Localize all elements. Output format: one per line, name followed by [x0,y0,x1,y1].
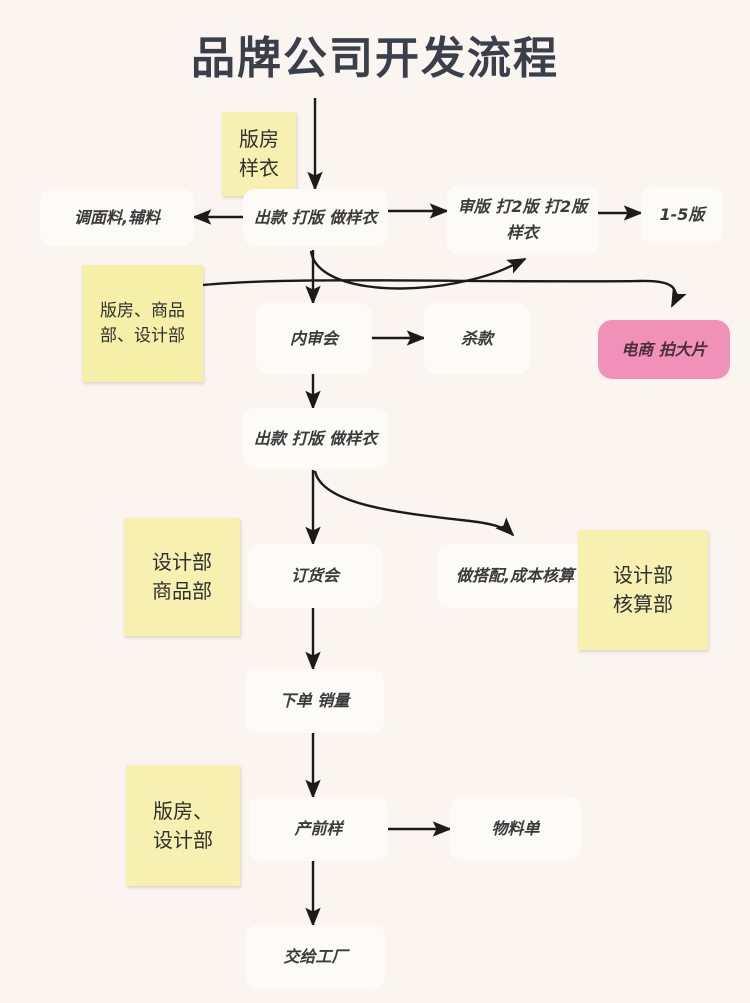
node-style-pattern-sample-1[interactable]: 出款 打版 做样衣 [243,189,388,246]
node-review-pattern-line1: 审版 打2版 打2版 [457,197,588,217]
node-deliver-factory[interactable]: 交给工厂 [246,925,385,989]
node-material-list[interactable]: 物料单 [450,797,581,861]
sticky-note-departments-4: 版房、 设计部 [126,765,240,886]
sticky-note-departments-3: 设计部 核算部 [578,530,708,650]
node-internal-review[interactable]: 内审会 [256,303,372,374]
node-style-pattern-sample-2[interactable]: 出款 打版 做样衣 [243,408,388,469]
node-versions-1-5[interactable]: 1-5版 [641,187,723,243]
sticky-note-departments-2: 设计部 商品部 [124,518,240,636]
sticky-note-sample-room-line2: 样衣 [239,156,279,180]
node-fabric-accessories[interactable]: 调面料,辅料 [40,189,194,246]
node-kill-style[interactable]: 杀款 [424,303,530,374]
sticky-note-departments-4-line2: 设计部 [153,827,213,852]
sticky-note-departments-4-line1: 版房、 [153,798,213,823]
sticky-note-departments-1: 版房、商品 部、设计部 [82,265,203,382]
sticky-note-sample-room: 版房 样衣 [222,112,296,196]
node-matching-costing[interactable]: 做搭配,成本核算 [437,544,593,608]
sticky-note-departments-2-line2: 商品部 [152,579,212,603]
sticky-note-departments-3-line1: 设计部 [613,563,673,587]
sticky-note-departments-2-line1: 设计部 [152,550,212,574]
node-order-meeting[interactable]: 订货会 [248,544,382,608]
sticky-note-departments-3-line2: 核算部 [613,592,673,616]
sticky-note-sample-room-line1: 版房 [239,127,279,151]
sticky-note-departments-1-line1: 版房、商品 [100,300,185,321]
page-title: 品牌公司开发流程 [191,33,559,84]
node-review-pattern-line2: 样衣 [506,223,539,242]
node-review-pattern[interactable]: 审版 打2版 打2版 样衣 [447,185,598,255]
sticky-note-departments-1-line2: 部、设计部 [100,325,185,346]
node-ecommerce-photoshoot[interactable]: 电商 拍大片 [598,320,730,379]
node-preproduction-sample[interactable]: 产前样 [249,797,388,861]
node-place-order-sales[interactable]: 下单 销量 [245,669,384,733]
